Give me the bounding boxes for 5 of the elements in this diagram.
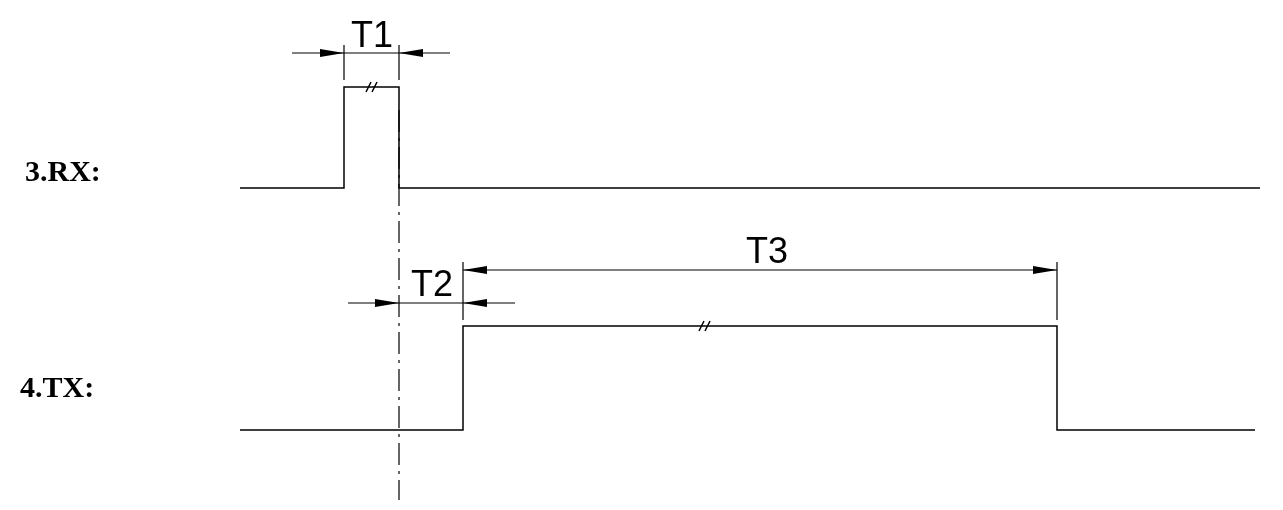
dimension-label: T3 bbox=[746, 233, 788, 269]
dimension-label: T2 bbox=[411, 266, 453, 302]
signal-name: 4.TX: bbox=[20, 372, 95, 402]
signal-name: 3.RX: bbox=[25, 156, 101, 186]
dimension-label: T1 bbox=[351, 17, 393, 53]
